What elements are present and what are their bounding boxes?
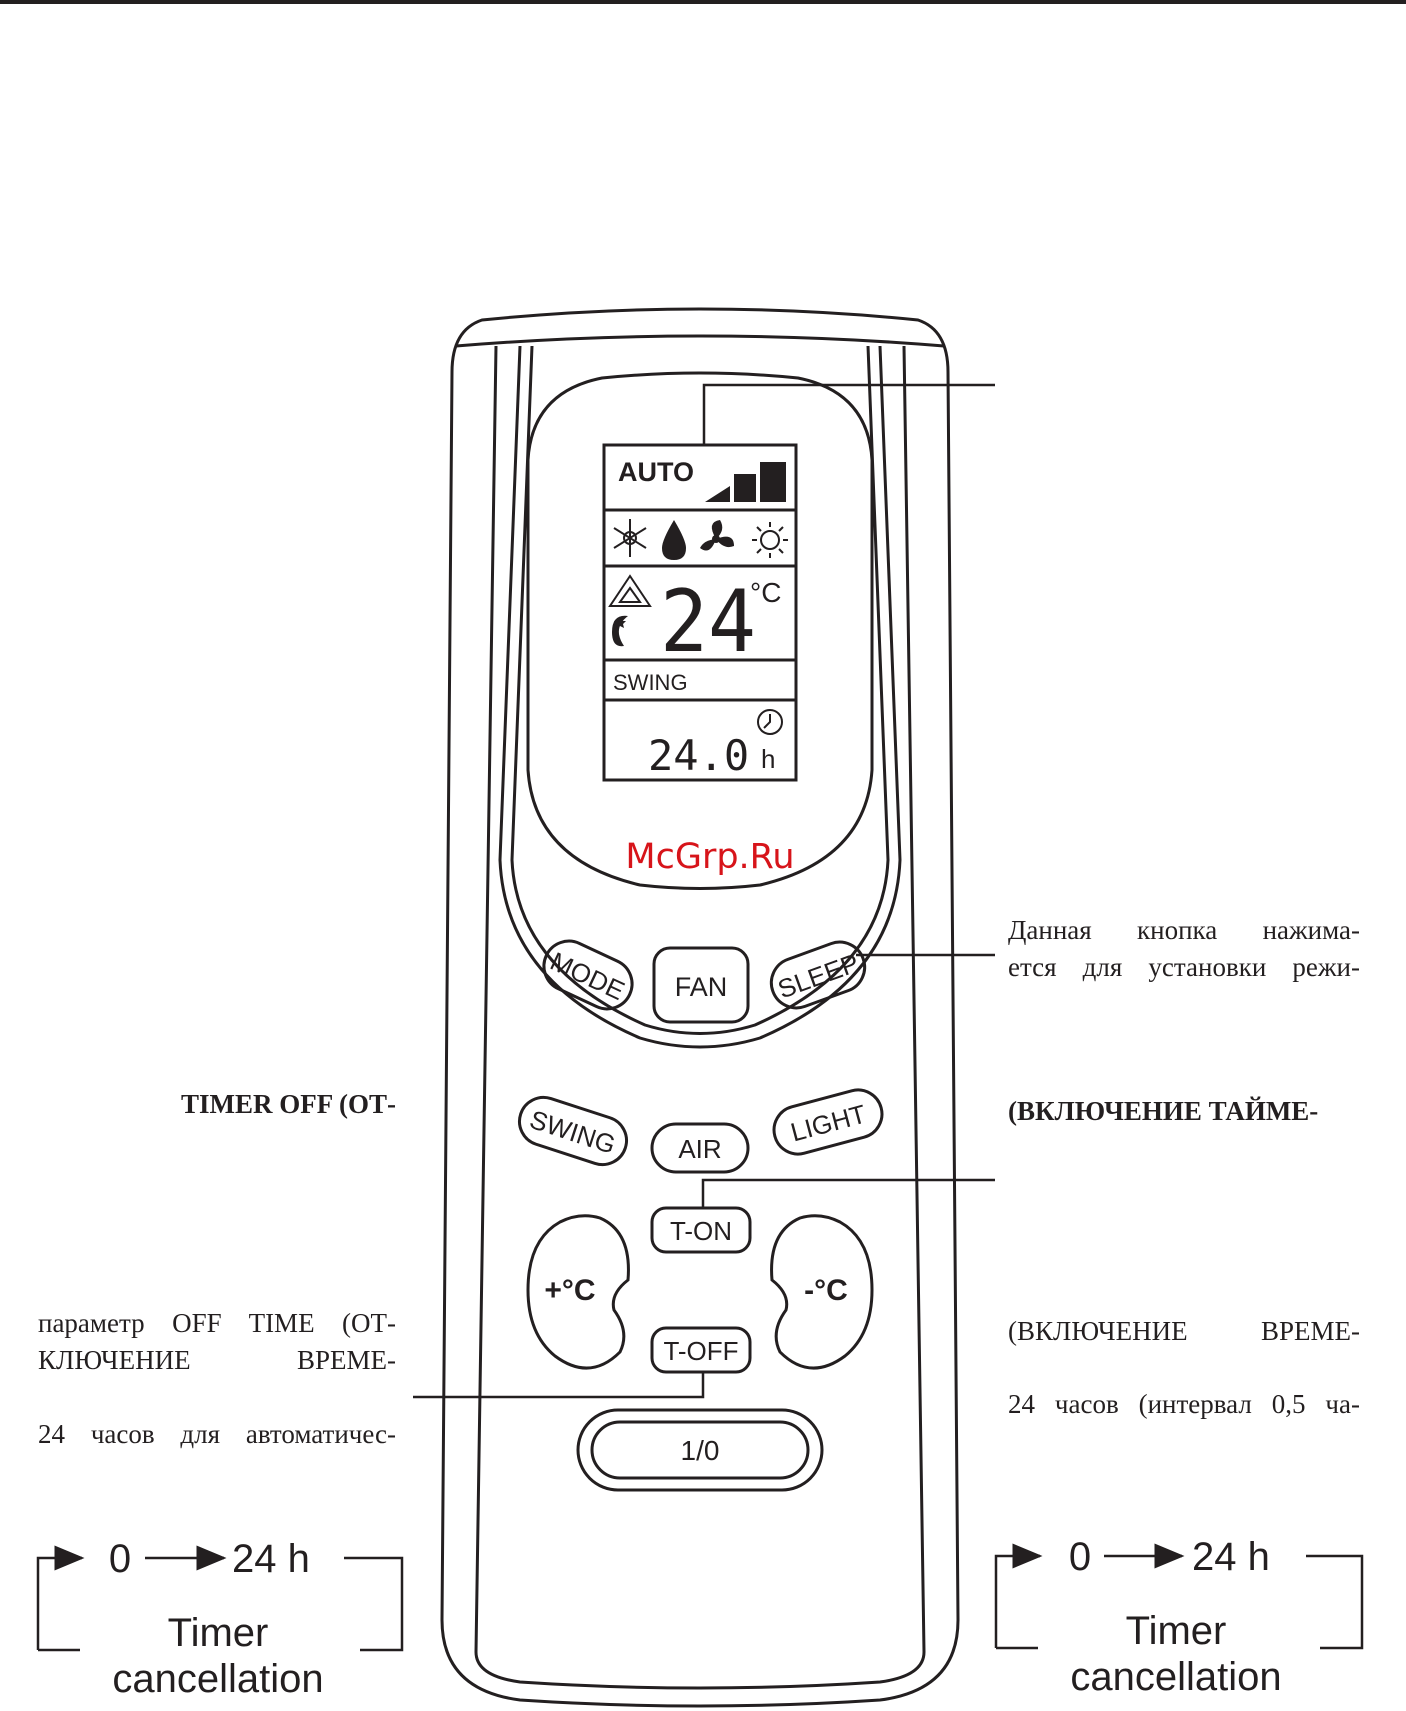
snowflake-icon <box>613 519 647 557</box>
off-time-line1: параметр OFF TIME (ОТ- <box>38 1308 396 1338</box>
swing-button[interactable] <box>513 1091 632 1171</box>
lcd-timer-unit: h <box>761 744 775 774</box>
power-button[interactable] <box>590 1420 810 1480</box>
temp-down-button-label: -°C <box>804 1274 848 1307</box>
timer-left-line2: cancellation <box>112 1657 323 1701</box>
sleep-button[interactable] <box>764 935 871 1015</box>
remote-body <box>440 307 960 1708</box>
fan-button[interactable] <box>652 946 750 1024</box>
triangle-icon <box>608 574 652 607</box>
air-button[interactable] <box>650 1122 750 1174</box>
t-on-button-label: T-ON <box>670 1216 732 1246</box>
power-button-outer <box>576 1408 824 1492</box>
power-button-label: 1/0 <box>681 1435 720 1466</box>
timer-right-line1: Timer <box>1126 1609 1227 1653</box>
temp-down-button[interactable] <box>770 1214 874 1370</box>
temp-up-button-label: +°C <box>544 1274 595 1307</box>
timer-left-line1: Timer <box>168 1611 269 1655</box>
lcd-auto-label: AUTO <box>618 457 694 487</box>
drop-icon <box>662 520 686 560</box>
swing-button-label: SWING <box>526 1104 619 1160</box>
sleep-note-line2: ется для установки режи- <box>1008 952 1360 982</box>
on-time-line1: (ВКЛЮЧЕНИЕ ВРЕМЕ- <box>1008 1316 1360 1346</box>
t-on-button[interactable] <box>650 1206 752 1254</box>
top-rule <box>0 0 1406 4</box>
timer-right-line2: cancellation <box>1070 1655 1281 1699</box>
fan-button-label: FAN <box>675 972 728 1002</box>
on-time-line2: 24 часов (интервал 0,5 ча- <box>1008 1389 1360 1419</box>
off-time-line3: 24 часов для автоматичес- <box>38 1419 396 1449</box>
t-on-leader-line <box>701 1178 995 1208</box>
mode-button[interactable] <box>536 933 641 1017</box>
air-button-label: AIR <box>678 1134 721 1164</box>
lcd-temp-unit: °C <box>750 577 781 608</box>
mode-button-label: MODE <box>546 946 629 1006</box>
fan-speed-bars-icon <box>705 462 786 502</box>
t-off-button-label: T-OFF <box>663 1336 738 1366</box>
lcd-swing-label: SWING <box>613 670 688 695</box>
sleep-note-line1: Данная кнопка нажима- <box>1008 915 1360 945</box>
timer-right-end: 24 h <box>1192 1535 1270 1579</box>
star-icon <box>614 617 626 628</box>
t-off-button[interactable] <box>650 1326 752 1374</box>
display-bezel <box>526 371 874 890</box>
timer-on-heading: (ВКЛЮЧЕНИЕ ТАЙМЕ- <box>1008 1096 1319 1126</box>
timer-left-end: 24 h <box>232 1537 310 1581</box>
timer-off-heading: TIMER OFF (ОТ- <box>181 1089 396 1119</box>
temp-up-button[interactable] <box>526 1214 630 1370</box>
light-button[interactable] <box>769 1085 888 1160</box>
fan-icon <box>700 520 734 551</box>
sun-icon <box>752 522 788 558</box>
moon-icon <box>612 615 628 647</box>
lcd-panel <box>602 443 798 782</box>
timer-right-start: 0 <box>1069 1535 1091 1579</box>
timer-left-start: 0 <box>109 1537 131 1581</box>
t-off-leader-line <box>413 1372 705 1399</box>
clock-icon <box>757 709 783 735</box>
timer-diagram-left <box>36 1545 404 1652</box>
watermark: McGrp.Ru <box>625 837 794 877</box>
lcd-leader-line <box>702 383 995 445</box>
sleep-button-label: SLEEP <box>774 948 863 1005</box>
lcd-timer-value: 24.0 <box>648 731 749 780</box>
lcd-temperature: 24 <box>660 572 756 672</box>
off-time-line2: КЛЮЧЕНИЕ ВРЕМЕ- <box>38 1345 396 1375</box>
timer-diagram-right <box>994 1543 1364 1650</box>
